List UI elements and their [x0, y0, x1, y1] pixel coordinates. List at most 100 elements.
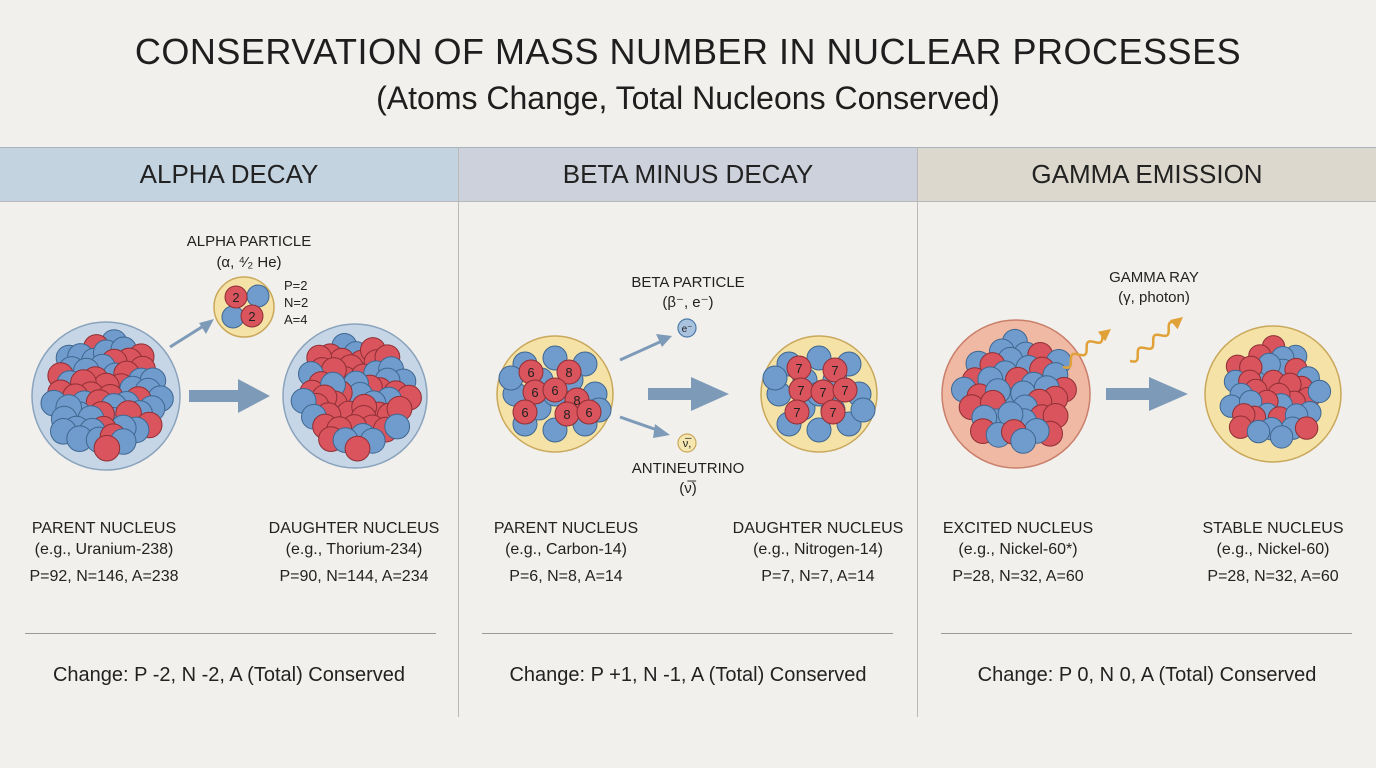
- antineutrino-symbol: ν̅,: [683, 438, 693, 450]
- proton: [556, 359, 582, 385]
- daughter-counts: P=7, N=7, A=14: [761, 568, 875, 585]
- excited-nucleus-label: EXCITED NUCLEUS (e.g., Nickel-60*) P=28,…: [918, 518, 1118, 587]
- alpha-count-a: A=4: [284, 312, 308, 327]
- parent-example: (e.g., Uranium-238): [34, 541, 174, 558]
- gamma-ray-label: GAMMA RAY: [1109, 269, 1199, 286]
- beta-particle-symbol: (β⁻, e⁻): [662, 294, 713, 311]
- divider: [941, 633, 1352, 634]
- divider: [482, 633, 893, 634]
- panel-separator: [458, 147, 459, 717]
- electron: [677, 318, 697, 338]
- proton-number-label: 6: [531, 385, 538, 400]
- gamma-ray-wave: [1129, 320, 1175, 363]
- excited-nucleus: [951, 328, 1077, 454]
- parent-example: (e.g., Nickel-60*): [958, 541, 1078, 558]
- daughter-name: STABLE NUCLEUS: [1202, 520, 1344, 537]
- proton-number-label: 8: [573, 393, 580, 408]
- decay-arrow: [1106, 388, 1150, 400]
- proton: [822, 357, 848, 383]
- proton: [93, 434, 121, 462]
- neutron: [1269, 425, 1294, 449]
- daughter-counts: P=28, N=32, A=60: [1207, 568, 1339, 585]
- beta-change-summary: Change: P +1, N -1, A (Total) Conserved: [509, 664, 867, 686]
- parent-name: PARENT NUCLEUS: [31, 520, 177, 537]
- alpha-decay-panel: ALPHA DECAY 2 2 ALPHA PARTICLE (α, ⁴⁄₂ H…: [0, 147, 458, 717]
- panel-separator: [917, 147, 918, 717]
- daughter-example: (e.g., Thorium-234): [285, 541, 423, 558]
- alpha-decay-diagram: 2 2 ALPHA PARTICLE (α, ⁴⁄₂ He) P=2 N=2 A…: [31, 233, 428, 471]
- daughter-name: DAUGHTER NUCLEUS: [732, 520, 904, 537]
- parent-nucleus-label: PARENT NUCLEUS (e.g., Uranium-238) P=92,…: [4, 518, 204, 587]
- parent-name: EXCITED NUCLEUS: [942, 520, 1094, 537]
- gamma-emission-diagram: GAMMA RAY (γ, photon): [941, 269, 1342, 469]
- proton-number-label: 8: [565, 365, 572, 380]
- proton-number-label: 8: [563, 407, 570, 422]
- neutron: [1010, 428, 1037, 454]
- parent-counts: P=28, N=32, A=60: [952, 568, 1084, 585]
- alpha-neutron: [246, 284, 270, 308]
- alpha-proton-label: 2: [248, 309, 255, 324]
- proton-number-label: 7: [797, 383, 804, 398]
- emission-arrow: [169, 323, 206, 349]
- daughter-example: (e.g., Nickel-60): [1216, 541, 1330, 558]
- neutron: [1246, 419, 1271, 444]
- antineutrino: [677, 433, 697, 453]
- proton: [784, 399, 810, 425]
- divider: [25, 633, 436, 634]
- parent-counts: P=92, N=146, A=238: [29, 568, 179, 585]
- proton-number-label: 7: [841, 383, 848, 398]
- stable-nucleus-label: STABLE NUCLEUS (e.g., Nickel-60) P=28, N…: [1173, 518, 1373, 587]
- neutron: [384, 413, 411, 440]
- gamma-ray-symbol: (γ, photon): [1118, 289, 1190, 306]
- daughter-nucleus-label: DAUGHTER NUCLEUS (e.g., Thorium-234) P=9…: [254, 518, 454, 587]
- gamma-emission-header: GAMMA EMISSION: [918, 147, 1376, 202]
- gamma-change-summary: Change: P 0, N 0, A (Total) Conserved: [977, 664, 1317, 686]
- alpha-count-n: N=2: [284, 295, 308, 310]
- gamma-ray-wave-head: [1097, 329, 1111, 342]
- proton-number-label: 7: [819, 385, 826, 400]
- page-title: CONSERVATION OF MASS NUMBER IN NUCLEAR P…: [134, 31, 1242, 72]
- daughter-nucleus: [290, 333, 422, 462]
- neutron: [1307, 379, 1332, 404]
- proton-number-label: 6: [585, 405, 592, 420]
- page-subtitle: (Atoms Change, Total Nucleons Conserved): [376, 80, 1000, 116]
- parent-nucleus-label: PARENT NUCLEUS (e.g., Carbon-14) P=6, N=…: [466, 518, 666, 587]
- proton: [576, 399, 602, 425]
- proton-number-label: 7: [793, 405, 800, 420]
- stable-nucleus: [1219, 335, 1332, 449]
- daughter-nucleus-label: DAUGHTER NUCLEUS (e.g., Nitrogen-14) P=7…: [718, 518, 918, 587]
- decay-arrow-head: [691, 377, 729, 411]
- proton: [542, 377, 568, 403]
- proton: [512, 399, 538, 425]
- neutron: [762, 365, 788, 391]
- proton: [820, 399, 846, 425]
- beta-particle-label: BETA PARTICLE: [631, 274, 744, 291]
- proton-number-label: 6: [527, 365, 534, 380]
- alpha-proton-label: 2: [232, 290, 239, 305]
- beta-decay-header: BETA MINUS DECAY: [459, 147, 917, 202]
- emission-arrow-head: [199, 319, 214, 334]
- beta-emission-arrow-head: [656, 334, 672, 347]
- parent-counts: P=6, N=8, A=14: [509, 568, 623, 585]
- alpha-proton: [224, 285, 248, 309]
- proton-number-label: 7: [829, 405, 836, 420]
- antineutrino-arrow-head: [653, 424, 670, 438]
- alpha-proton: [240, 304, 264, 328]
- alpha-count-p: P=2: [284, 278, 308, 293]
- daughter-name: DAUGHTER NUCLEUS: [268, 520, 440, 537]
- antineutrino-arrow: [619, 415, 661, 433]
- decay-arrow: [648, 388, 692, 400]
- neutron: [850, 397, 876, 423]
- decay-arrow-head: [1149, 377, 1188, 411]
- proton: [832, 377, 858, 403]
- proton-number-label: 6: [521, 405, 528, 420]
- decay-arrow-head: [238, 379, 270, 413]
- parent-example: (e.g., Carbon-14): [505, 541, 627, 558]
- alpha-change-summary: Change: P -2, N -2, A (Total) Conserved: [52, 664, 406, 686]
- parent-nucleus: [40, 329, 174, 462]
- alpha-decay-header: ALPHA DECAY: [0, 147, 458, 202]
- gamma-emission-panel: GAMMA EMISSION GAMMA RAY (γ, photon) EXC…: [918, 147, 1376, 717]
